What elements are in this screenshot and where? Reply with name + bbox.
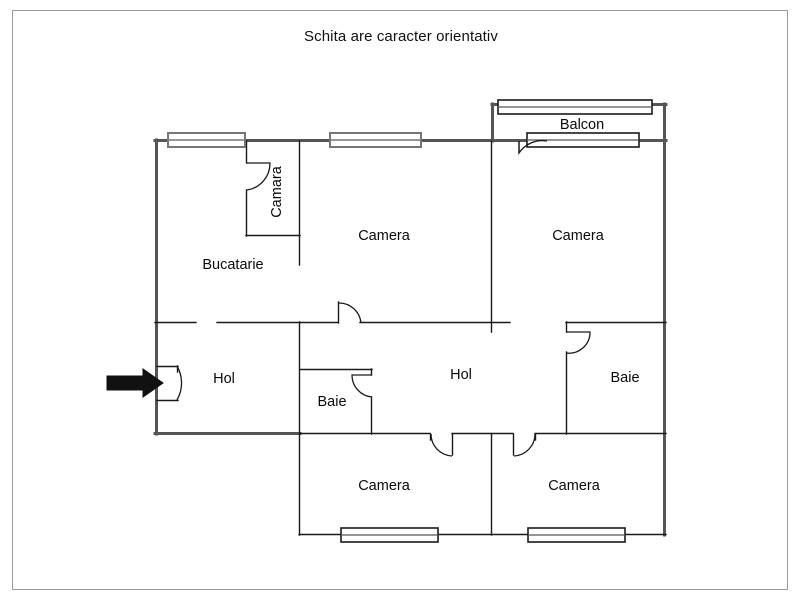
interior-walls <box>154 140 667 536</box>
windows <box>167 99 653 543</box>
door-camera-top-middle <box>338 302 362 324</box>
door-entrance <box>176 365 183 401</box>
window-bucatarie-top <box>167 132 246 148</box>
room-label-camera-bottom-left: Camera <box>358 478 410 494</box>
door-camera-bottom-right <box>513 433 536 457</box>
door-balcon <box>518 139 548 156</box>
room-label-baie-right: Baie <box>610 370 640 386</box>
room-label-camera-top-right: Camera <box>552 228 604 244</box>
room-label-camera-top-middle: Camera <box>358 228 410 244</box>
room-label-hol-center: Hol <box>450 367 472 383</box>
door-camera-bottom-left <box>430 433 453 457</box>
room-label-hol-left: Hol <box>213 371 235 387</box>
entrance-arrow <box>106 368 164 398</box>
room-label-baie-left: Baie <box>317 394 347 410</box>
room-label-balcon: Balcon <box>559 117 605 133</box>
page-frame-border <box>12 10 788 590</box>
door-swings <box>176 139 591 457</box>
door-baie-left <box>351 374 373 398</box>
window-camera-top-middle <box>329 132 422 148</box>
door-camara <box>246 162 271 191</box>
page-title: Schita are caracter orientativ <box>304 28 498 45</box>
window-camera-bottom-left <box>340 527 439 543</box>
door-baie-right <box>565 331 591 354</box>
window-balcon-inner <box>526 132 640 148</box>
window-balcon-outer <box>497 99 653 115</box>
room-label-camara: Camara <box>269 166 285 218</box>
room-label-bucatarie: Bucatarie <box>202 257 264 273</box>
room-label-camera-bottom-right: Camera <box>548 478 600 494</box>
window-camera-bottom-right <box>527 527 626 543</box>
